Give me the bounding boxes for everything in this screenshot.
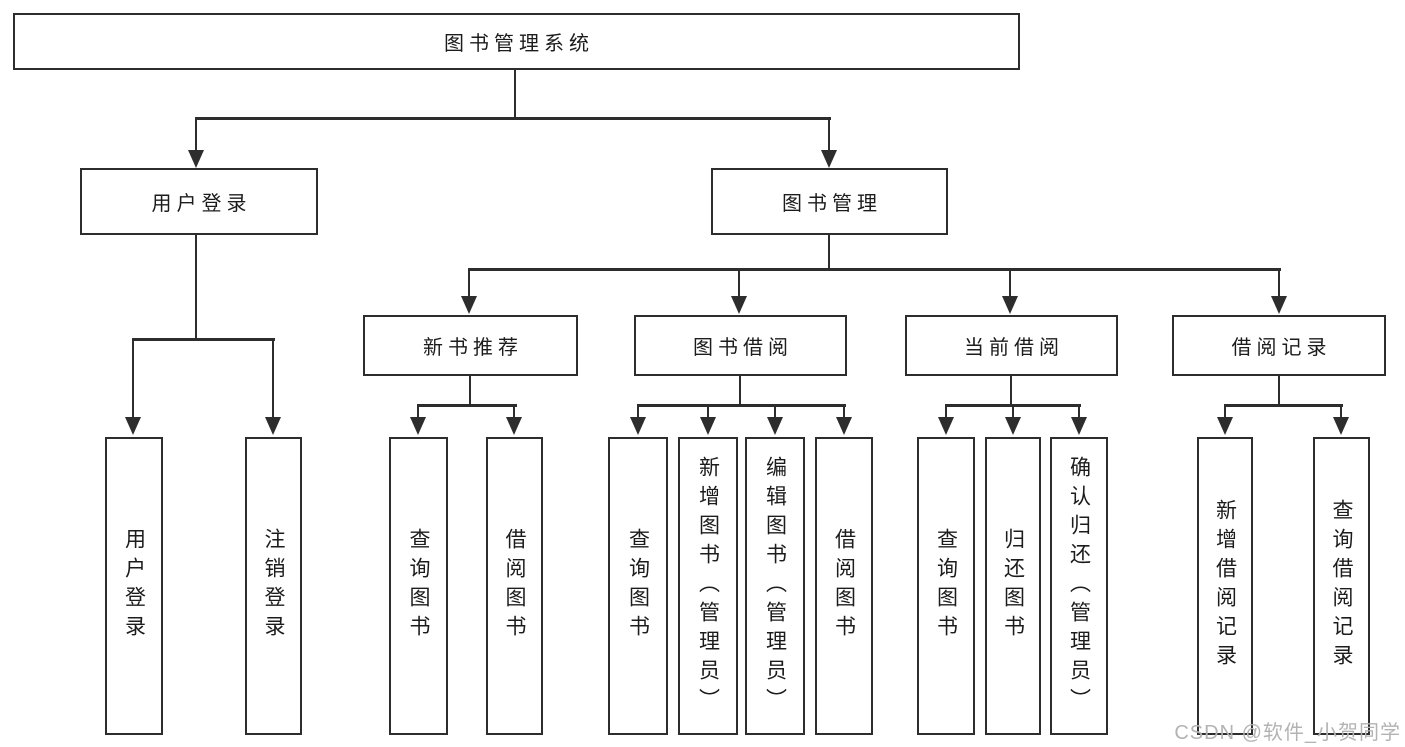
leaf-user-login: 用户登录 (105, 437, 163, 735)
connector-to-current-borrowing (1009, 271, 1011, 298)
node-book-management-module: 图书管理 (711, 168, 948, 235)
connector-root-stub (514, 70, 516, 117)
connector-leaf (1012, 407, 1014, 419)
arrowhead-down-icon (1002, 296, 1018, 314)
connector-leaf (843, 407, 845, 419)
connector-leaf (707, 407, 709, 419)
arrowhead-down-icon (836, 417, 852, 435)
arrowhead-down-icon (1005, 417, 1021, 435)
connector-newbook-stub (469, 376, 471, 406)
arrowhead-down-icon (938, 417, 954, 435)
arrowhead-down-icon (731, 296, 747, 314)
arrowhead-down-icon (1071, 417, 1087, 435)
node-user-login-module: 用户登录 (80, 168, 318, 235)
arrowhead-down-icon (188, 150, 204, 168)
leaf-borrow-books-recommend: 借阅图书 (486, 437, 543, 735)
connector-book-mgmt-split (468, 268, 1281, 271)
connector-leaf (1224, 407, 1226, 419)
leaf-borrow-books: 借阅图书 (815, 437, 873, 735)
connector-user-login-split (132, 338, 275, 341)
node-new-book-recommend: 新书推荐 (363, 315, 578, 376)
connector-borrowing-split (637, 404, 846, 407)
arrowhead-down-icon (821, 150, 837, 168)
arrowhead-down-icon (410, 417, 426, 435)
connector-book-mgmt-stub (828, 235, 830, 270)
leaf-add-borrow-record: 新增借阅记录 (1197, 437, 1253, 735)
node-book-borrowing: 图书借阅 (634, 315, 847, 376)
connector-leaf (945, 407, 947, 419)
connector-to-leaf-logout (272, 341, 274, 419)
connector-leaf (774, 407, 776, 419)
arrowhead-down-icon (265, 417, 281, 435)
arrowhead-down-icon (461, 296, 477, 314)
connector-leaf (1340, 407, 1342, 419)
leaf-query-books-recommend: 查询图书 (389, 437, 448, 735)
connector-newbook-split (417, 404, 517, 407)
connector-records-split (1224, 404, 1343, 407)
leaf-return-books: 归还图书 (985, 437, 1041, 735)
leaf-confirm-return-admin: 确认归还（管理员） (1050, 437, 1108, 735)
arrowhead-down-icon (125, 417, 141, 435)
node-borrowing-records: 借阅记录 (1172, 315, 1386, 376)
leaf-logout: 注销登录 (245, 437, 302, 735)
arrowhead-down-icon (1271, 296, 1287, 314)
node-root-system: 图书管理系统 (13, 13, 1020, 70)
arrowhead-down-icon (1217, 417, 1233, 435)
connector-to-user-login (195, 120, 197, 152)
arrowhead-down-icon (700, 417, 716, 435)
csdn-watermark: CSDN @软件_小贺同学 (1174, 722, 1401, 744)
arrowhead-down-icon (767, 417, 783, 435)
connector-to-book-borrowing (738, 271, 740, 298)
connector-to-new-book (468, 271, 470, 298)
leaf-add-books-admin: 新增图书（管理员） (678, 437, 738, 735)
arrowhead-down-icon (506, 417, 522, 435)
connector-to-leaf-user-login (132, 341, 134, 419)
connector-user-login-stub (195, 235, 197, 340)
leaf-query-borrow-record: 查询借阅记录 (1313, 437, 1370, 735)
connector-records-stub (1278, 376, 1280, 406)
connector-leaf (513, 407, 515, 419)
connector-leaf (1078, 407, 1080, 419)
connector-current-split (945, 404, 1081, 407)
leaf-query-books-current: 查询图书 (917, 437, 975, 735)
connector-root-split (195, 117, 831, 120)
arrowhead-down-icon (630, 417, 646, 435)
connector-to-borrowing-records (1278, 271, 1280, 298)
leaf-edit-books-admin: 编辑图书（管理员） (745, 437, 805, 735)
leaf-query-books-borrowing: 查询图书 (608, 437, 668, 735)
arrowhead-down-icon (1333, 417, 1349, 435)
node-current-borrowing: 当前借阅 (905, 315, 1118, 376)
connector-current-stub (1010, 376, 1012, 406)
connector-borrowing-stub (739, 376, 741, 406)
connector-leaf (637, 407, 639, 419)
connector-leaf (417, 407, 419, 419)
connector-to-book-management (828, 120, 830, 152)
